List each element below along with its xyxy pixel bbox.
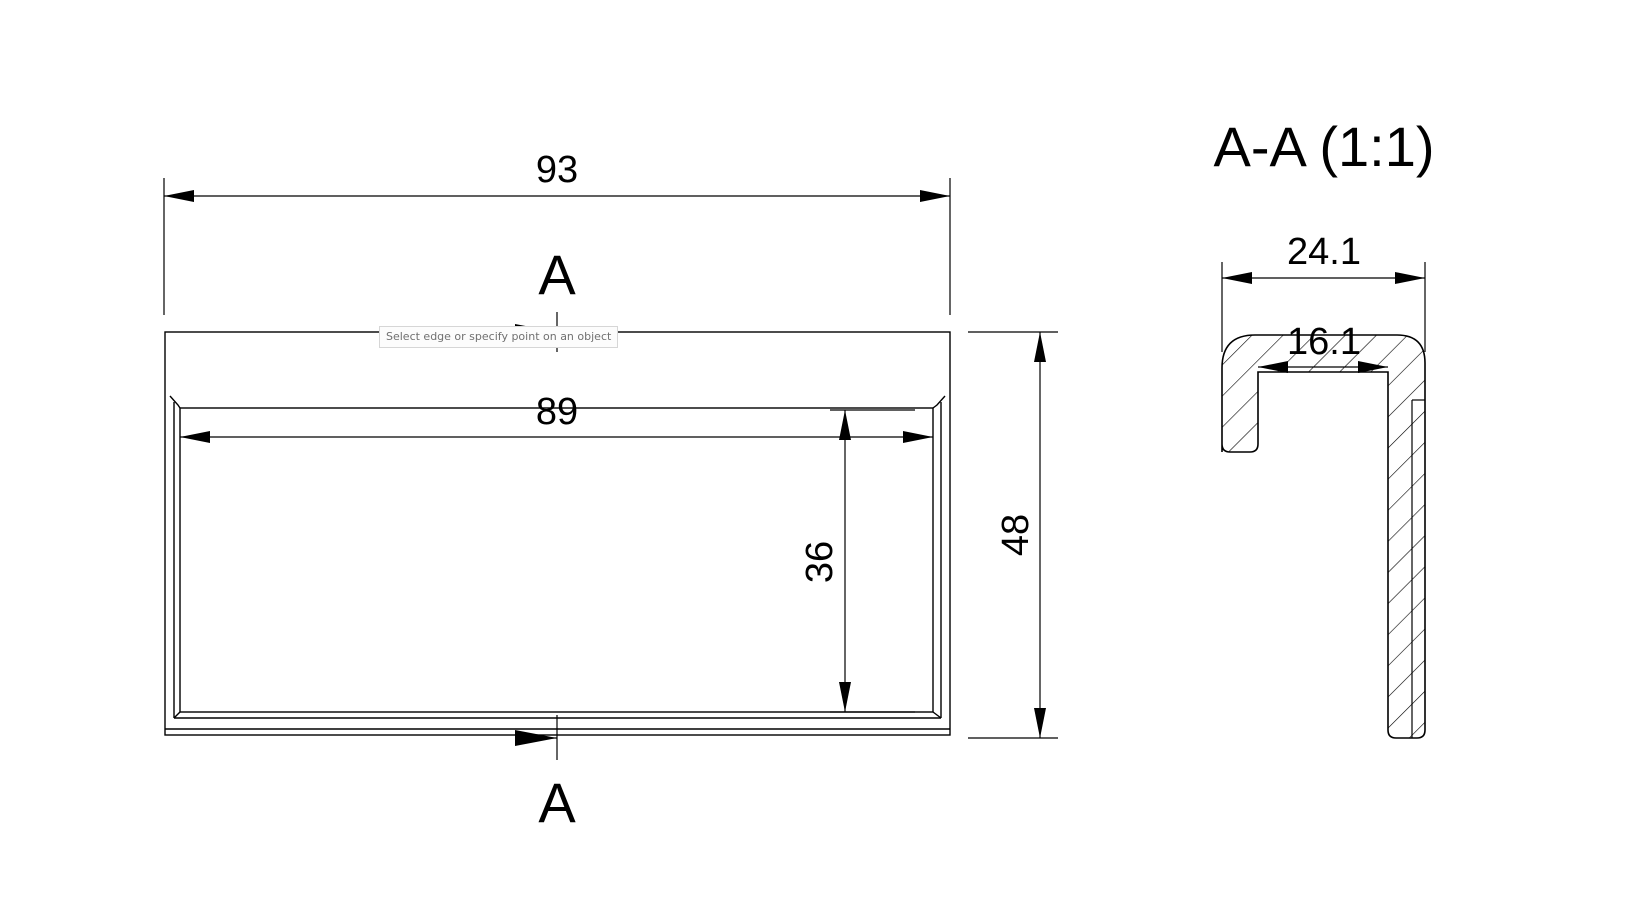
dimension-24-1[interactable] [1221, 262, 1426, 352]
dimension-36[interactable] [830, 409, 915, 713]
dimension-89-label: 89 [536, 391, 578, 433]
front-view-chamfer-bottom-right [932, 711, 942, 719]
arrowhead-left [1258, 361, 1288, 373]
dimension-89[interactable] [180, 431, 933, 443]
dimension-16-1-label: 16.1 [1287, 321, 1361, 363]
arrowhead-bottom [1034, 708, 1046, 738]
arrowhead-bottom [839, 682, 851, 712]
section-cut-line[interactable] [515, 312, 558, 760]
front-view-chamfer-top-right [932, 395, 946, 409]
arrowhead-right [1395, 272, 1425, 284]
dimension-93[interactable] [163, 178, 951, 315]
front-view-inner-rect[interactable] [179, 407, 934, 713]
dimension-16-1[interactable] [1258, 361, 1388, 373]
front-view-chamfer-bottom-left [173, 711, 181, 719]
command-tooltip: Select edge or specify point on an objec… [379, 326, 619, 348]
section-profile-hatched[interactable] [1221, 334, 1426, 739]
dimension-48[interactable] [968, 331, 1058, 739]
arrowhead-right [903, 431, 933, 443]
arrowhead-left [1222, 272, 1252, 284]
arrowhead-left [180, 431, 210, 443]
section-mark-bottom: A [538, 771, 576, 834]
dimension-93-label: 93 [536, 149, 578, 191]
dimension-36-label: 36 [799, 541, 841, 583]
front-view-chamfer-top-left [169, 395, 181, 409]
arrowhead-right [920, 190, 950, 202]
section-mark-top: A [538, 243, 576, 306]
section-profile[interactable] [1221, 334, 1426, 739]
arrowhead-right [1358, 361, 1388, 373]
dimension-24-1-label: 24.1 [1287, 231, 1361, 273]
section-view-title: A-A (1:1) [1214, 115, 1435, 178]
arrowhead-top [1034, 332, 1046, 362]
dimension-48-label: 48 [995, 514, 1037, 556]
arrowhead-left [164, 190, 194, 202]
arrowhead-top [839, 410, 851, 440]
